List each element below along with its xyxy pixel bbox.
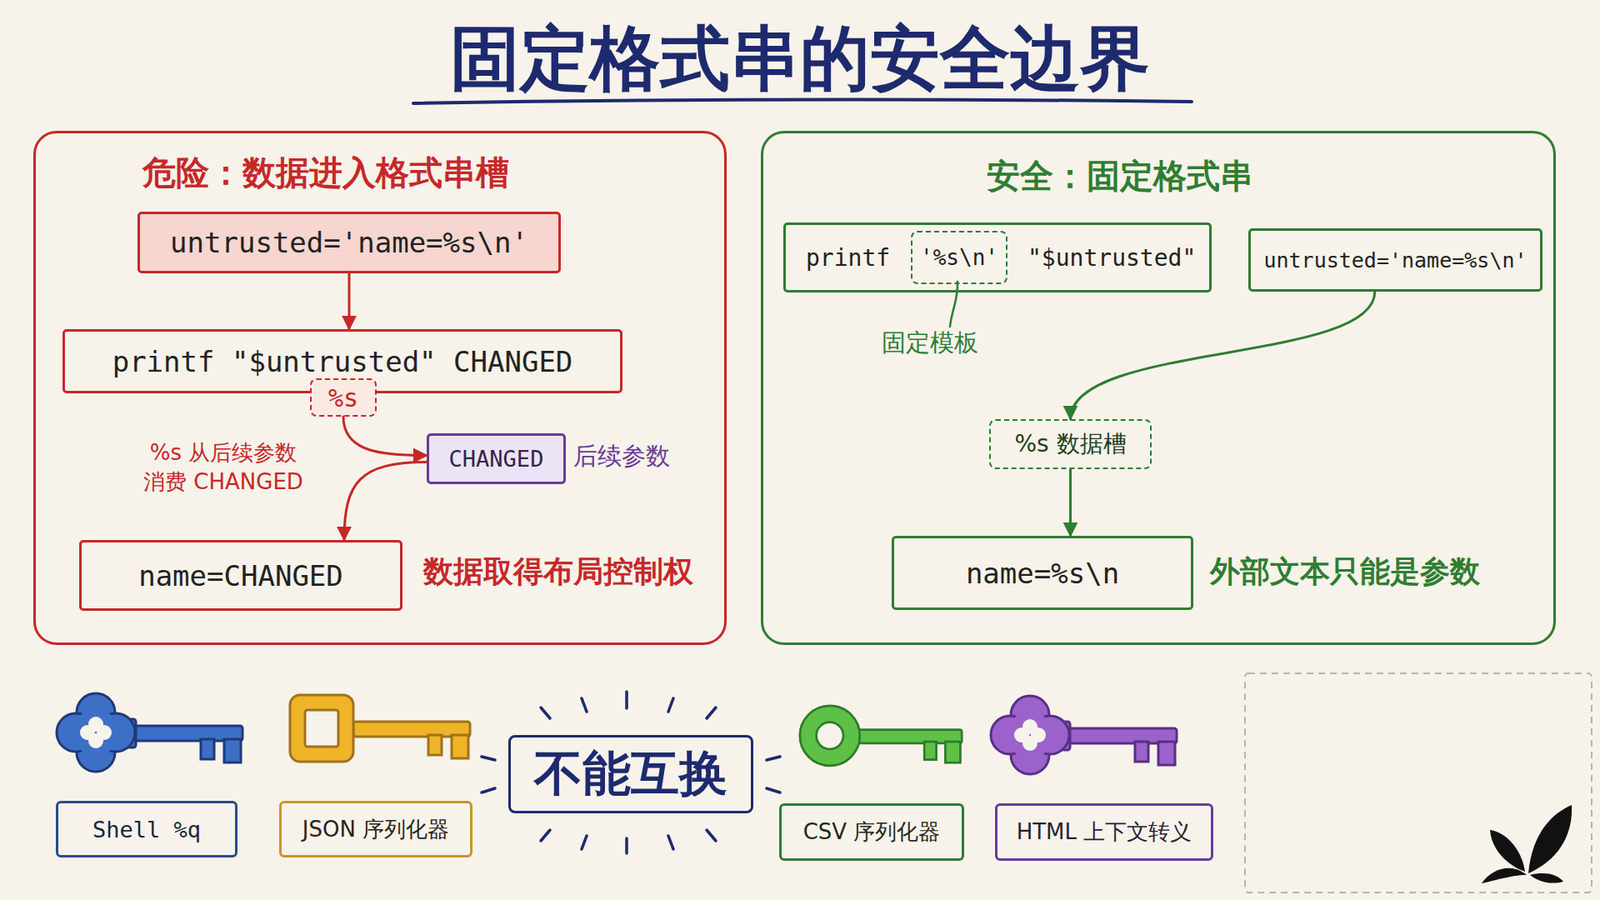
- ray: [706, 830, 716, 841]
- key-icon: [990, 695, 1177, 775]
- annotation: %s 从后续参数 消费 CHANGED: [131, 438, 315, 497]
- node-text: "$untrusted": [1027, 244, 1196, 272]
- node-text: 安全：固定格式串: [986, 153, 1254, 200]
- ray: [625, 691, 629, 709]
- diagram-title: 固定格式串的安全边界: [0, 23, 1600, 94]
- node-text: untrusted='name=%s\n': [170, 225, 529, 260]
- title-underline: [413, 99, 1192, 104]
- ray: [706, 707, 716, 719]
- key-bow: [290, 695, 354, 762]
- logo-mark: [1481, 805, 1572, 884]
- node-text: printf "$untrusted" CHANGED: [112, 345, 574, 379]
- input-box: untrusted='name=%s\n': [1248, 228, 1543, 292]
- key-hole: [1030, 727, 1046, 743]
- key-tooth: [428, 735, 442, 755]
- key-hole: [816, 722, 844, 750]
- ray: [668, 698, 674, 712]
- ray: [766, 756, 780, 760]
- key-tooth: [1135, 741, 1149, 762]
- ray: [581, 698, 587, 712]
- flow-arrow: [344, 462, 427, 541]
- ray: [540, 830, 550, 841]
- key-icon: [290, 695, 470, 762]
- key-bow: [800, 705, 860, 766]
- key-tooth: [1158, 741, 1175, 765]
- key-tooth: [224, 739, 241, 763]
- ray: [481, 788, 495, 793]
- flow-arrow: [1070, 291, 1375, 420]
- node-text: name=%s\n: [965, 556, 1120, 590]
- ray: [581, 835, 587, 850]
- key-label-box: HTML 上下文转义: [995, 803, 1214, 861]
- flow-arrow: [343, 416, 427, 456]
- key-label-box: JSON 序列化器: [279, 800, 473, 858]
- node-text: JSON 序列化器: [302, 815, 450, 845]
- command-box: printf "$untrusted" '%s\n': [783, 222, 1212, 293]
- key-bow: [1006, 711, 1054, 759]
- flow-arrow: [348, 273, 351, 330]
- ray: [625, 838, 629, 854]
- key-icon: [800, 705, 962, 766]
- emphasis-rays: [481, 691, 780, 854]
- logo-wing: [1481, 868, 1527, 884]
- template-slot: '%s\n': [910, 230, 1008, 285]
- ray: [668, 835, 674, 850]
- key-hole: [1014, 727, 1030, 743]
- data-slot: %s 数据槽: [989, 419, 1152, 470]
- node-text: 危险：数据进入格式串槽: [142, 150, 510, 196]
- key-hole: [96, 725, 112, 740]
- annotation: 固定模板: [881, 326, 979, 360]
- annotation: 外部文本只能是参数: [1210, 551, 1480, 593]
- node-text: CHANGED: [449, 445, 545, 472]
- badge-box: 不能互换: [508, 735, 754, 814]
- key-label-box: Shell %q: [55, 800, 238, 858]
- key-hole: [80, 725, 95, 740]
- ray: [481, 756, 495, 760]
- key-label-box: CSV 序列化器: [779, 803, 965, 861]
- node-text: 不能互换: [534, 741, 728, 807]
- format-slot: %s: [310, 378, 377, 417]
- node-text: name=CHANGED: [138, 559, 344, 593]
- leader-line: [950, 281, 958, 327]
- logo-wing: [1490, 830, 1525, 872]
- logo-wing: [1530, 873, 1564, 884]
- annotation: 数据取得布局控制权: [423, 551, 694, 593]
- key-hole: [305, 710, 339, 747]
- input-box: untrusted='name=%s\n': [137, 211, 561, 274]
- node-text: HTML 上下文转义: [1016, 817, 1193, 847]
- ray: [540, 707, 550, 719]
- key-tooth: [451, 735, 469, 759]
- key-tooth: [924, 741, 936, 760]
- node-text: printf: [805, 244, 890, 272]
- ray: [766, 788, 780, 793]
- node-text: %s: [328, 383, 359, 413]
- key-tooth: [945, 741, 960, 763]
- node-text: untrusted='name=%s\n': [1263, 248, 1527, 273]
- key-tooth: [200, 739, 215, 760]
- node-text: '%s\n': [920, 245, 999, 270]
- logo-wing: [1528, 805, 1572, 874]
- flow-arrow: [1069, 469, 1072, 536]
- output-box: name=CHANGED: [79, 540, 403, 611]
- node-text: CSV 序列化器: [803, 817, 941, 847]
- placeholder-frame: [1245, 673, 1592, 893]
- node-text: Shell %q: [92, 816, 201, 843]
- node-text: %s 数据槽: [1014, 428, 1126, 460]
- key-icon: [56, 693, 243, 772]
- key-bow: [72, 709, 120, 756]
- argument-box: CHANGED: [426, 433, 566, 485]
- output-box: name=%s\n: [891, 535, 1194, 610]
- annotation: 后续参数: [573, 440, 670, 474]
